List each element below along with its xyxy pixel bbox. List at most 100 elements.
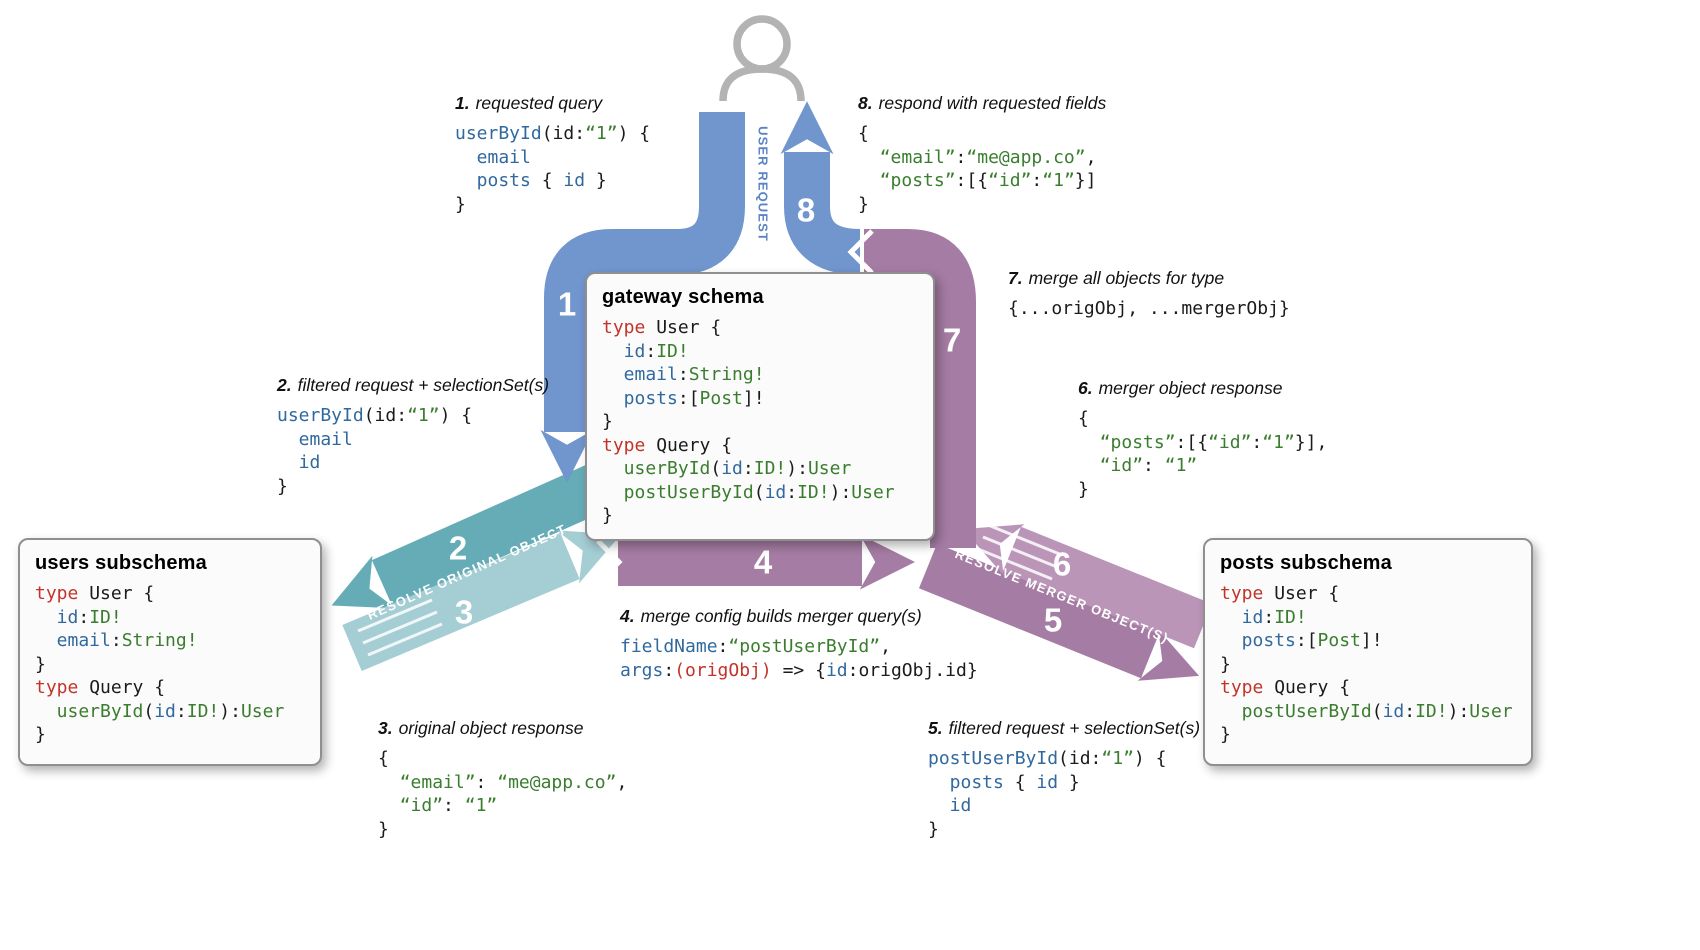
code-token: id <box>764 481 787 503</box>
annotation-step-8-label: 8.respond with requested fields <box>858 93 1106 114</box>
person-shoulders-icon <box>719 65 805 102</box>
code-token: (origObj) <box>674 659 772 681</box>
gateway-schema-code: type User { id:ID! email:String! posts:[… <box>602 316 918 528</box>
step-number-5: 5 <box>1044 602 1062 639</box>
code-token: { <box>378 748 389 769</box>
code-token: id <box>1220 606 1264 628</box>
code-token: email <box>602 364 678 385</box>
code-token: “1” <box>585 123 618 144</box>
code-line: {...origObj, ...mergerObj} <box>1008 297 1290 321</box>
code-token: ): <box>219 700 241 722</box>
code-token: id <box>154 700 176 722</box>
annotation-step-3-label: 3.original object response <box>378 718 627 739</box>
posts-subschema-title: posts subschema <box>1220 552 1392 574</box>
code-token <box>378 795 400 816</box>
code-token: , <box>1085 146 1097 168</box>
annotation-step-1-code: userById(id:“1”) { email posts { id }} <box>455 122 650 216</box>
code-token: (id: <box>541 123 586 144</box>
code-token: : <box>645 340 657 362</box>
code-token: ID! <box>797 481 830 503</box>
code-line: args:(origObj) => {id:origObj.id} <box>620 659 978 683</box>
step-number-8: 8 <box>797 192 815 229</box>
annotation-step-6-code: { “posts”:[{“id”:“1”}], “id”: “1”} <box>1078 407 1327 501</box>
code-token: } <box>858 193 869 215</box>
code-token: id <box>825 659 848 681</box>
code-line: } <box>928 818 1200 842</box>
code-line: id:ID! <box>602 340 918 364</box>
code-line: } <box>35 653 305 677</box>
annotation-step-6: 6.merger object response { “posts”:[{“id… <box>1078 378 1327 501</box>
code-line: postUserById(id:ID!):User <box>1220 700 1516 724</box>
annotation-step-7-text: merge all objects for type <box>1028 268 1225 288</box>
annotation-step-1-number: 1. <box>455 93 470 113</box>
code-token: id <box>277 452 321 473</box>
code-token: type <box>1220 677 1264 698</box>
code-token: “1” <box>1164 455 1198 476</box>
code-token: :[{ <box>955 170 989 191</box>
annotation-step-5-code: postUserById(id:“1”) { posts { id } id} <box>928 747 1200 841</box>
code-token: } <box>1220 653 1231 675</box>
code-line: posts:[Post]! <box>602 387 918 411</box>
code-token <box>858 170 880 191</box>
code-token: } <box>1078 478 1089 500</box>
code-token: “id” <box>988 170 1032 191</box>
code-token: } <box>602 411 613 432</box>
annotation-step-7: 7.merge all objects for type {...origObj… <box>1008 268 1290 321</box>
code-token: } <box>35 724 46 745</box>
code-token: : <box>1251 431 1263 453</box>
code-token: : <box>175 700 187 722</box>
code-line: { <box>858 122 1106 146</box>
annotation-step-4-number: 4. <box>620 606 635 626</box>
code-token: ]! <box>1360 630 1383 651</box>
annotation-step-8: 8.respond with requested fields { “email… <box>858 93 1106 216</box>
code-token: Post <box>699 387 743 409</box>
code-token: email <box>277 428 353 450</box>
arrow-2-filtered-request-band <box>331 463 611 609</box>
code-token: , <box>616 771 628 793</box>
code-token: posts <box>602 387 678 409</box>
code-token: type <box>35 677 79 698</box>
code-line: posts { id } <box>928 771 1200 795</box>
annotation-step-2-code: userById(id:“1”) { email id} <box>277 404 549 498</box>
code-line: posts:[Post]! <box>1220 629 1516 653</box>
code-token: }], <box>1294 431 1328 453</box>
code-token: : <box>955 146 967 168</box>
code-token: “1” <box>1101 748 1134 769</box>
annotation-step-6-text: merger object response <box>1098 378 1283 398</box>
code-token: ): <box>1447 700 1470 722</box>
code-token: : <box>1031 170 1043 191</box>
code-token: email <box>455 146 531 168</box>
code-line: “id”: “1” <box>378 794 627 818</box>
arrow-5-filtered-request-band <box>918 543 1200 681</box>
annotation-step-7-label: 7.merge all objects for type <box>1008 268 1290 289</box>
code-token: { <box>530 170 564 191</box>
annotation-step-3-text: original object response <box>398 718 584 738</box>
code-token: “posts” <box>879 170 956 191</box>
code-token: “postUserById” <box>728 636 881 657</box>
code-token: userById <box>277 405 364 426</box>
users-subschema-title: users subschema <box>35 552 207 574</box>
code-token: } <box>585 170 607 191</box>
code-token: } <box>1220 724 1231 745</box>
code-token: ID! <box>1274 606 1307 628</box>
code-line: userById(id:ID!):User <box>602 457 918 481</box>
code-line: postUserById(id:ID!):User <box>602 481 918 505</box>
code-line: “posts”:[{“id”:“1”}], <box>1078 431 1328 455</box>
code-token: “me@app.co” <box>497 771 617 793</box>
annotation-step-5-number: 5. <box>928 718 943 738</box>
code-token: :[ <box>677 387 700 409</box>
junction-chevron-7-8 <box>847 229 874 275</box>
annotation-step-6-label: 6.merger object response <box>1078 378 1327 399</box>
code-token: “email” <box>879 146 956 168</box>
code-token: “1” <box>1262 431 1295 453</box>
code-token: } <box>928 818 939 840</box>
annotation-step-5: 5.filtered request + selectionSet(s) pos… <box>928 718 1200 841</box>
annotation-step-3: 3.original object response { “email”: “m… <box>378 718 627 841</box>
code-token: Query { <box>645 434 733 456</box>
code-line: fieldName:“postUserById”, <box>620 635 978 659</box>
step-number-6: 6 <box>1053 546 1071 583</box>
user-request-label: USER REQUEST <box>756 126 771 242</box>
code-line: id <box>277 451 549 475</box>
